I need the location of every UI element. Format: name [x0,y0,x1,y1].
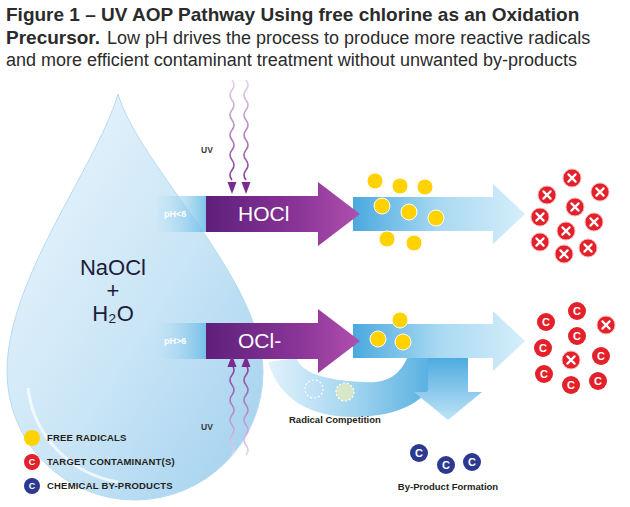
target-contaminant: C [562,376,580,394]
chlorine-species: HOCl [238,200,289,228]
contaminant-letter: C [463,453,481,471]
spent-radicals [305,380,354,401]
contaminant-letter: C [537,313,555,331]
contaminant-letter: C [568,302,586,320]
target-contaminant: C [535,365,553,383]
target-contaminant: C [589,372,607,390]
contaminant-letter: C [535,365,553,383]
legend-text: TARGET CONTAMINANT(S) [47,454,175,470]
contaminant-letter: C [437,456,455,474]
legend-text: FREE RADICALS [47,430,127,446]
reaction-arrow: pH<6 HOCl [158,178,533,250]
radical-competition-ribbon [268,356,447,417]
uv-label: UV [201,421,213,433]
figure-heading: Figure 1 – UV AOP Pathway Using free chl… [6,4,606,72]
reagent-formula: NaOCl + H₂O [77,256,149,325]
process-label: By-Product Formation [393,480,503,493]
chlorine-species: OCl- [238,327,281,355]
contaminant-letter: C [592,347,610,365]
contaminant-letter: C [568,327,586,345]
destroyed-contaminants-bottom [562,316,615,369]
chemical-by-product: C [463,453,481,471]
reaction-arrow: pH>6 OCl- [158,305,533,377]
chemical-by-product: C [437,456,455,474]
target-contaminant: C [537,313,555,331]
contaminant-letter: C [534,339,552,357]
ph-condition: pH>6 [164,334,186,348]
target-contaminant: C [534,339,552,357]
legend-text: CHEMICAL BY-PRODUCTS [47,478,173,494]
arrow-outline [158,305,533,377]
contaminant-letter: C [410,444,428,462]
chemical-by-product: C [410,444,428,462]
uv-label: UV [201,144,213,156]
legend-letter: C [24,478,40,494]
legend-row: CHEMICAL BY-PRODUCTS [24,478,224,494]
target-contaminant: C [568,302,586,320]
contaminant-letter: C [562,376,580,394]
legend-letter: C [24,454,40,470]
destroyed-contaminants [531,169,609,263]
legend-row: FREE RADICALS [24,430,224,446]
legend-swatch [24,430,40,446]
solution-droplet: NaOCl + H₂O [0,88,275,500]
by-product-arrow [414,354,482,420]
uv-rays-top [228,80,251,194]
contaminant-letter: C [589,372,607,390]
target-contaminant: C [592,347,610,365]
process-label: Radical Competition [289,413,381,426]
droplet-outline [0,88,275,500]
target-contaminant: C [568,327,586,345]
arrow-outline [158,178,533,250]
ph-condition: pH<6 [164,207,186,221]
legend-row: TARGET CONTAMINANT(S) [24,454,224,470]
